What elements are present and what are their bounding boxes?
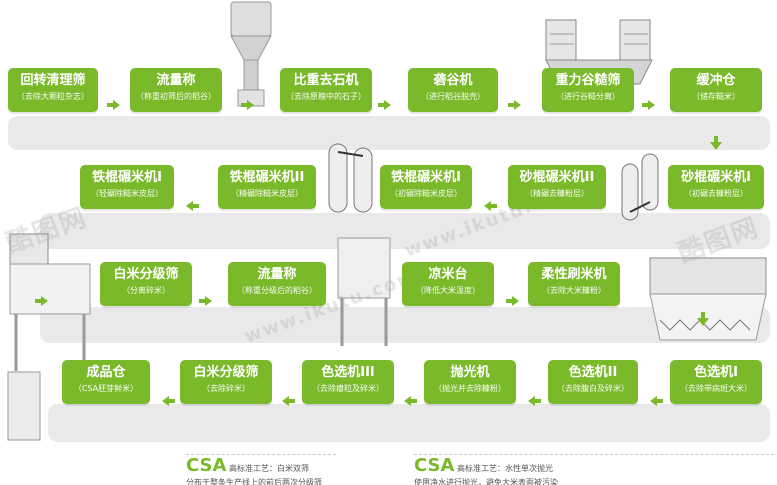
arrow-right-icon (35, 296, 48, 306)
conveyor-band-row3 (40, 307, 770, 343)
grader-stand-illustration (9, 233, 91, 371)
arrow-left-icon (528, 396, 541, 406)
step-subtitle: （分离碎米） (122, 286, 170, 295)
arrow-left-icon (650, 396, 663, 406)
step-title: 色选机III (321, 365, 375, 380)
step-subtitle: （储存糙米） (692, 92, 740, 101)
step-title: 抛光机 (450, 365, 490, 380)
step-subtitle: （初碾除糙米皮层） (390, 189, 462, 198)
brush-machine-illustration (649, 257, 767, 341)
step-title: 缓冲仓 (696, 73, 736, 88)
arrow-right-icon (241, 100, 254, 110)
step-white-rice-grader-2: 白米分级筛 （去除碎米） (180, 360, 272, 404)
arrow-right-icon (107, 100, 120, 110)
step-subtitle: （进行稻谷脱壳） (421, 92, 485, 101)
step-title: 铁棍碾米机I (391, 170, 461, 185)
csa-line2: 分布于整条生产线上的前后两次分级筛 (186, 478, 322, 485)
step-title: 成品仓 (86, 365, 126, 380)
arrow-left-icon (404, 396, 417, 406)
csa-note-2: CSA 高标准工艺：水性单次抛光 使用净水进行抛光，避免大米表面被污染 (414, 454, 774, 485)
step-flow-scale-2: 流量称 （称重分级后的稻谷） (228, 262, 326, 306)
step-title: 砻谷机 (433, 73, 473, 88)
step-title: 重力谷糙筛 (555, 73, 621, 88)
step-rotary-screen: 回转清理筛 （去除大颗粒杂志） (8, 68, 98, 112)
csa-line2: 使用净水进行抛光，避免大米表面被污染 (414, 478, 558, 485)
step-title: 白米分级筛 (113, 267, 179, 282)
step-color-sorter-3: 色选机III （去除瘪粒及碎米） (302, 360, 394, 404)
arrow-left-icon (186, 201, 199, 211)
step-title: 色选机I (694, 365, 738, 380)
arrow-right-icon (508, 100, 521, 110)
arrow-left-icon (162, 396, 175, 406)
step-flow-scale: 流量称 （称重初筛后的稻谷） (130, 68, 222, 112)
conveyor-band-row2 (40, 213, 770, 249)
step-sand-roller-1: 砂棍碾米机I （初碾去糠粉层） (668, 165, 764, 209)
step-subtitle: （CSA胚芽鲜米） (73, 384, 139, 393)
step-subtitle: （去除大颗粒杂志） (17, 92, 89, 101)
arrow-down-icon (710, 136, 722, 150)
step-cooling-table: 凉米台 （降低大米温度） (402, 262, 494, 306)
cooling-table-illustration (337, 237, 391, 346)
step-subtitle: （去除腹白及碎米） (557, 384, 629, 393)
csa-label: CSA (414, 455, 455, 476)
step-title: 色选机II (568, 365, 618, 380)
step-subtitle: （抛光并去除糠粉） (434, 384, 506, 393)
arrow-right-icon (378, 100, 391, 110)
step-subtitle: （精碾除糙米皮层） (231, 189, 303, 198)
step-subtitle: （去除带病斑大米） (680, 384, 752, 393)
step-product-bin: 成品仓 （CSA胚芽鲜米） (62, 360, 150, 404)
roller-mill-illustration (328, 143, 373, 213)
step-subtitle: （去除碎米） (202, 384, 250, 393)
step-title: 铁棍碾米机II (229, 170, 305, 185)
step-title: 白米分级筛 (193, 365, 259, 380)
step-sand-roller-2: 砂棍碾米机II （精碾去糠粉层） (508, 165, 606, 209)
step-subtitle: （去除大米糠粉） (542, 286, 606, 295)
step-brush-polisher: 柔性刷米机 （去除大米糠粉） (528, 262, 620, 306)
step-subtitle: （轻碾除糙米皮层） (91, 189, 163, 198)
step-subtitle: （初碾去糠粉层） (684, 189, 748, 198)
step-subtitle: （称重分级后的稻谷） (237, 286, 317, 295)
step-destoner: 比重去石机 （去除原粮中的石子） (280, 68, 372, 112)
step-iron-roller-2: 铁棍碾米机II （精碾除糙米皮层） (218, 165, 316, 209)
step-iron-roller-1b: 铁棍碾米机I （初碾除糙米皮层） (380, 165, 472, 209)
step-subtitle: （去除原粮中的石子） (286, 92, 366, 101)
csa-text: 高标准工艺：水性单次抛光 (457, 464, 553, 473)
step-subtitle: （去除瘪粒及碎米） (312, 384, 384, 393)
step-polisher: 抛光机 （抛光并去除糠粉） (424, 360, 516, 404)
arrow-right-icon (642, 100, 655, 110)
csa-note-1: CSA 高标准工艺：白米双筛 分布于整条生产线上的前后两次分级筛 (186, 454, 336, 485)
step-title: 铁棍碾米机I (92, 170, 162, 185)
step-buffer-bin: 缓冲仓 （储存糙米） (670, 68, 762, 112)
arrow-left-icon (282, 396, 295, 406)
arrow-right-icon (506, 296, 519, 306)
hopper-machine-illustration (230, 1, 272, 107)
conveyor-band-row4 (48, 404, 770, 442)
csa-text: 高标准工艺：白米双筛 (229, 464, 309, 473)
step-subtitle: （称重初筛后的稻谷） (136, 92, 216, 101)
conveyor-band-row1 (8, 116, 770, 150)
step-paddy-separator: 重力谷糙筛 （进行谷糙分离） (542, 68, 634, 112)
step-title: 凉米台 (428, 267, 468, 282)
step-title: 流量称 (257, 267, 297, 282)
step-title: 回转清理筛 (20, 73, 86, 88)
arrow-right-icon (199, 296, 212, 306)
step-color-sorter-1: 色选机I （去除带病斑大米） (670, 360, 762, 404)
step-title: 砂棍碾米机I (681, 170, 751, 185)
step-white-rice-grader-1: 白米分级筛 （分离碎米） (100, 262, 192, 306)
step-iron-roller-1a: 铁棍碾米机I （轻碾除糙米皮层） (80, 165, 174, 209)
arrow-left-icon (484, 201, 497, 211)
step-husker: 砻谷机 （进行稻谷脱壳） (408, 68, 498, 112)
csa-label: CSA (186, 455, 227, 476)
step-title: 柔性刷米机 (541, 267, 607, 282)
step-color-sorter-2: 色选机II （去除腹白及碎米） (548, 360, 638, 404)
step-title: 砂棍碾米机II (519, 170, 595, 185)
storage-bin-illustration (7, 371, 41, 441)
step-title: 流量称 (156, 73, 196, 88)
step-subtitle: （精碾去糠粉层） (525, 189, 589, 198)
arrow-down-icon (697, 312, 709, 326)
step-title: 比重去石机 (293, 73, 359, 88)
sand-roller-illustration (621, 153, 659, 221)
step-subtitle: （降低大米温度） (416, 286, 480, 295)
step-subtitle: （进行谷糙分离） (556, 92, 620, 101)
